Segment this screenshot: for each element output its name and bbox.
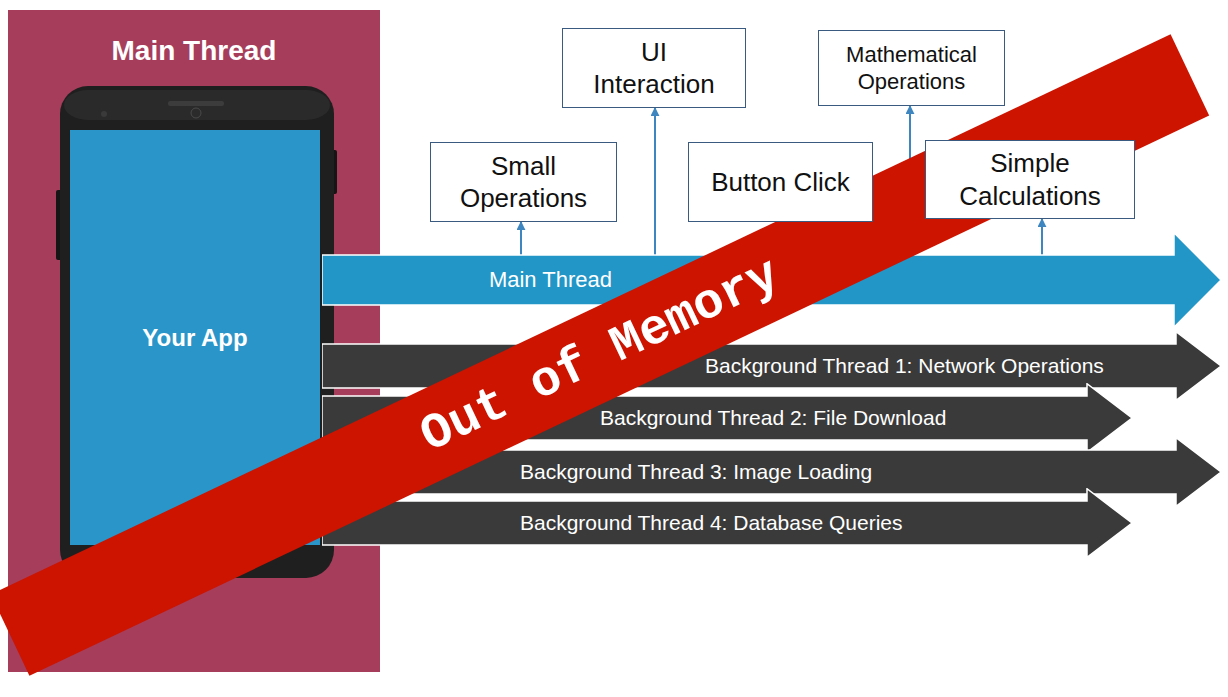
arrow-label: Background Thread 1: Network Operations (705, 353, 1104, 378)
arrow-label: Main Thread (489, 267, 612, 293)
connector-line (520, 222, 522, 255)
arrow-label: Background Thread 4: Database Queries (520, 510, 903, 535)
phone-sensor (101, 111, 107, 117)
box-label: Mathematical Operations (829, 41, 994, 96)
phone-speaker (168, 101, 224, 106)
connector-line (1041, 219, 1043, 255)
operation-box: Mathematical Operations (818, 30, 1005, 106)
box-label: UI Interaction (579, 36, 729, 101)
box-label: Simple Calculations (940, 147, 1120, 212)
panel-heading: Main Thread (8, 34, 380, 68)
screen-label: Your App (142, 324, 247, 352)
connector-line (654, 108, 656, 255)
phone-top-bezel (64, 90, 330, 120)
operation-box: UI Interaction (562, 28, 746, 108)
arrow-label: Background Thread 3: Image Loading (520, 459, 872, 484)
box-label: Button Click (711, 166, 850, 199)
operation-box: Small Operations (430, 142, 617, 222)
operation-box: Simple Calculations (925, 140, 1135, 219)
thread-arrow: Background Thread 4: Database Queries (322, 488, 1133, 558)
phone-camera (191, 108, 201, 118)
arrow-fill (322, 489, 1132, 558)
operation-box: Button Click (688, 142, 873, 222)
box-label: Small Operations (441, 150, 606, 215)
arrow-label: Background Thread 2: File Download (600, 405, 946, 430)
